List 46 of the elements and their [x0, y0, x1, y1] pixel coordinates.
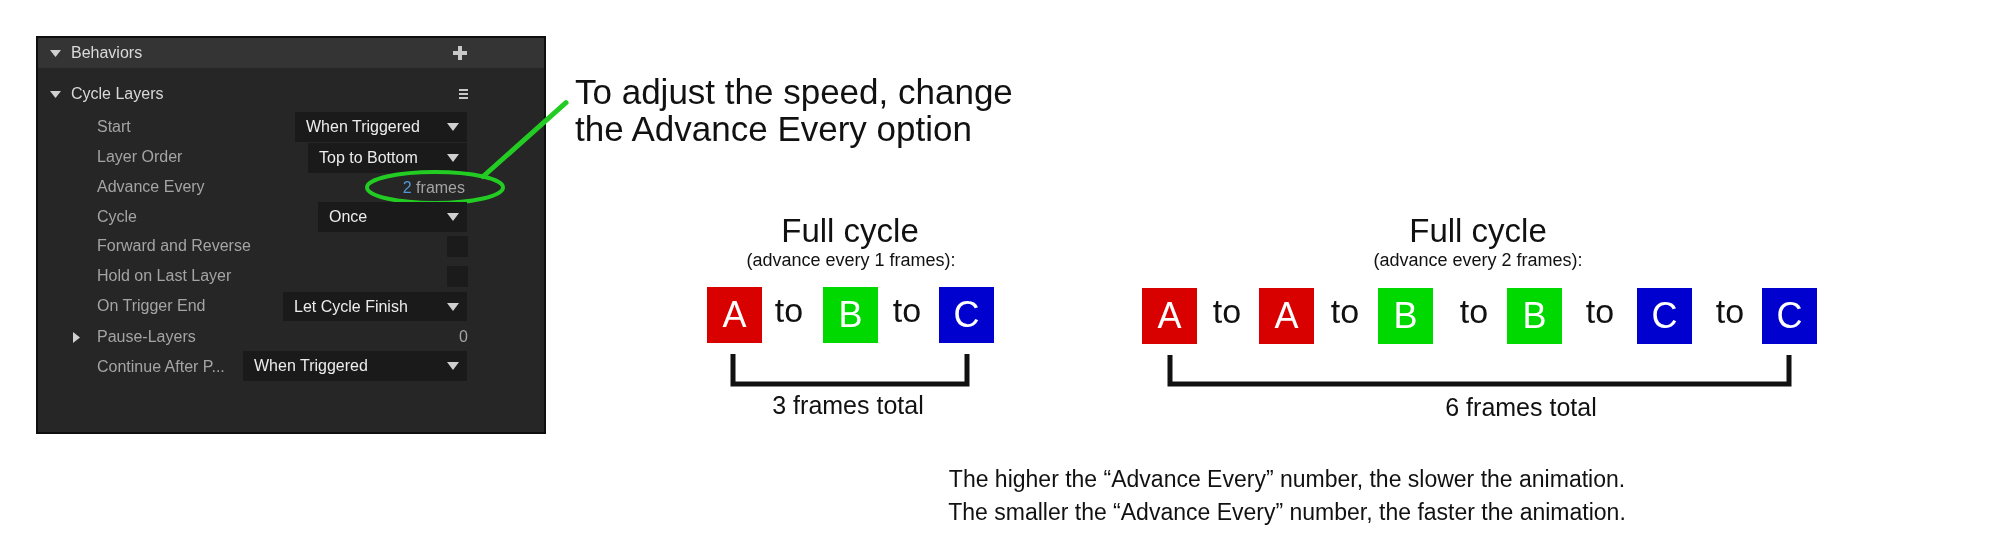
letter-tile: B: [823, 287, 878, 343]
panel-title: Behaviors: [71, 43, 143, 63]
note-text: The smaller the “Advance Every” number, the faster the animation.: [948, 499, 1626, 527]
letter-tile: B: [1507, 288, 1562, 344]
panel-header: [38, 38, 544, 68]
setting-label: Layer Order: [97, 147, 183, 167]
setting-label: Start: [97, 117, 131, 137]
transition-word: to: [1715, 291, 1745, 332]
diagram-subheading: (advance every 2 frames):: [1373, 250, 1583, 272]
dropdown: When Triggered: [243, 351, 467, 381]
bracket-label: 3 frames total: [772, 390, 924, 420]
callout-text: To adjust the speed, change the Advance Every option: [566, 73, 1038, 147]
transition-word: to: [892, 290, 922, 331]
setting-label: On Trigger End: [97, 296, 206, 316]
letter-tile: A: [707, 287, 762, 343]
section-heading: Cycle Layers: [71, 84, 164, 104]
transition-word: to: [1330, 291, 1360, 332]
bracket-label: 6 frames total: [1445, 392, 1597, 422]
dropdown: Top to Bottom: [308, 143, 467, 173]
letter-tile: C: [1637, 288, 1692, 344]
setting-label: Continue After P...: [97, 357, 225, 377]
dropdown: Once: [318, 202, 467, 232]
letter-tile: A: [1259, 288, 1314, 344]
setting-label: Cycle: [97, 207, 137, 227]
diagram-heading: Full cycle: [781, 211, 919, 251]
letter-tile: A: [1142, 288, 1197, 344]
letter-tile: C: [939, 287, 994, 343]
setting-label: Advance Every: [97, 177, 205, 197]
setting-label: Forward and Reverse: [97, 236, 251, 256]
diagram-subheading: (advance every 1 frames):: [746, 250, 956, 272]
transition-word: to: [1212, 291, 1242, 332]
transition-word: to: [1585, 291, 1615, 332]
settings-panel: [36, 36, 546, 434]
note-text: The higher the “Advance Every” number, the slower the animation.: [948, 466, 1626, 494]
setting-value: 0: [459, 327, 468, 347]
dropdown: When Triggered: [295, 112, 467, 142]
highlight-ellipse: [365, 170, 505, 205]
transition-word: to: [1459, 291, 1489, 332]
letter-tile: B: [1378, 288, 1433, 344]
transition-word: to: [774, 290, 804, 331]
letter-tile: C: [1762, 288, 1817, 344]
dropdown: Let Cycle Finish: [283, 292, 467, 321]
setting-label: Pause-Layers: [97, 327, 196, 347]
diagram-heading: Full cycle: [1409, 211, 1547, 251]
setting-value: 2 frames: [402, 177, 465, 198]
setting-label: Hold on Last Layer: [97, 266, 232, 286]
